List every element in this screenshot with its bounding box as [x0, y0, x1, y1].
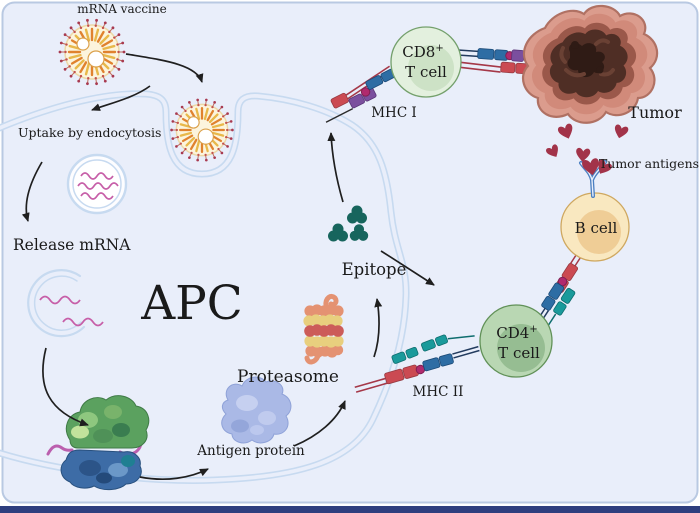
- arrow-epitope-to-mhc2: [380, 250, 435, 286]
- mrna-vaccine-particle: [58, 18, 126, 86]
- arrow-antigen-to-proteasome: [293, 400, 346, 447]
- antigen-protein-blob: [221, 376, 292, 444]
- mrna-vaccine-label: mRNA vaccine: [77, 2, 166, 16]
- cd4-tcell-label: T cell: [498, 344, 540, 362]
- mhc2-complex: [354, 334, 480, 393]
- antigen-protein-label: Antigen protein: [196, 443, 305, 459]
- tumor-label: Tumor: [628, 103, 682, 122]
- bottom-divider-bar: [0, 506, 700, 513]
- peptide-epitope-dot: [360, 87, 371, 97]
- epitope-cluster: [328, 205, 369, 242]
- cd8-t-cell: CD8+ T cell: [390, 26, 462, 98]
- proteasome-label: Proteasome: [237, 367, 339, 387]
- cd4-t-cell: CD4+ T cell: [479, 304, 553, 378]
- uptake-label: Uptake by endocytosis: [18, 125, 161, 140]
- apc-label: APC: [140, 276, 243, 331]
- bcell-cd4-synapse: [536, 250, 584, 328]
- release-vesicle: [27, 269, 104, 338]
- mrna-vaccine-particle-endocytosed: [170, 98, 234, 162]
- arrow-proteasome-to-epitope: [373, 298, 383, 358]
- apc-cell-membrane: [0, 90, 410, 484]
- arrow-vaccine-to-endocytosis: [125, 53, 204, 83]
- release-mrna-label: Release mRNA: [13, 236, 131, 254]
- tumor-core-blob: [567, 43, 605, 78]
- endosome-vesicle: [66, 153, 128, 215]
- arrow-to-uptake: [91, 85, 151, 111]
- cd8-label: CD8+: [402, 43, 443, 61]
- b-cell: B cell: [560, 192, 630, 262]
- mhc1-complex: [325, 63, 411, 123]
- arrow-release-to-ribosome: [42, 347, 89, 427]
- b-cell-label: B cell: [575, 219, 618, 237]
- endosome-mrna-strands: [77, 172, 119, 200]
- arrow-ribosome-to-antigen: [139, 468, 209, 480]
- released-mrna-strands: [39, 295, 104, 327]
- tumor-cell: [521, 4, 659, 124]
- cd4-label: CD4+: [496, 324, 537, 342]
- epitope-label: Epitope: [342, 260, 407, 279]
- mhc2-label: MHC II: [413, 384, 464, 400]
- flow-arrows: [21, 53, 435, 480]
- cd8-tcell-label: T cell: [405, 63, 447, 81]
- arrow-epitope-to-mhc1: [327, 132, 344, 203]
- mhc1-label: MHC I: [371, 105, 417, 121]
- arrow-endosome-to-release: [21, 161, 43, 222]
- tumor-antigens-label: Tumor antigens: [599, 156, 699, 171]
- proteasome-shape: [303, 293, 344, 365]
